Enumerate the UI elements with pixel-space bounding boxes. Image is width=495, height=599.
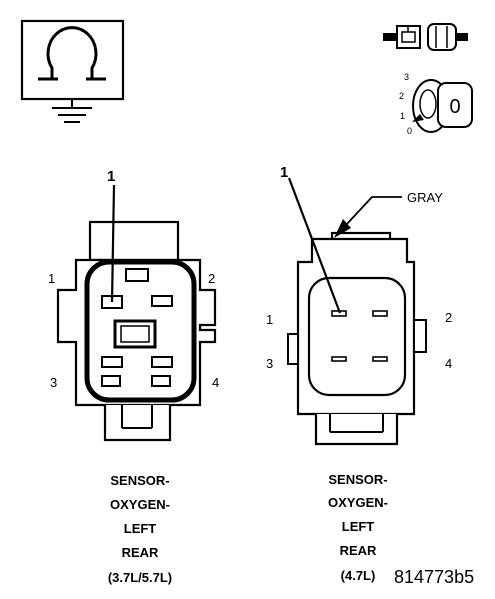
left-caption-line-2: OXYGEN- [110, 497, 170, 512]
left-pin-label-2: 2 [208, 271, 215, 286]
left-connector: 1 1 2 3 4 [48, 168, 219, 442]
right-connector: 1 GRAY 1 2 3 4 [266, 164, 452, 446]
left-pin-label-3: 3 [50, 375, 57, 390]
figure-id: 814773b5 [394, 567, 474, 587]
left-caption-line-1: SENSOR- [110, 473, 169, 488]
ignition-position-0: 0 [407, 126, 412, 136]
left-pin-label-1: 1 [48, 271, 55, 286]
ohm-ground-icon [20, 19, 125, 123]
right-caption-line-5: (4.7L) [341, 568, 376, 583]
left-caption-line-3: LEFT [124, 521, 157, 536]
ignition-key-label: 0 [449, 96, 460, 118]
ignition-position-2: 2 [399, 91, 404, 101]
left-caption-line-5: (3.7L/5.7L) [108, 570, 172, 585]
left-caption: SENSOR- OXYGEN- LEFT REAR (3.7L/5.7L) [108, 473, 172, 585]
right-pin-label-1: 1 [266, 312, 273, 327]
right-pin-label-3: 3 [266, 356, 273, 371]
left-callout-1: 1 [107, 168, 115, 185]
right-caption-line-2: OXYGEN- [328, 495, 388, 510]
ignition-position-3: 3 [404, 72, 409, 82]
right-pin-label-4: 4 [445, 356, 452, 371]
left-caption-line-4: REAR [122, 545, 159, 560]
right-caption-line-1: SENSOR- [328, 472, 387, 487]
right-caption-line-4: REAR [340, 543, 377, 558]
right-pin-label-2: 2 [445, 310, 452, 325]
right-caption: SENSOR- OXYGEN- LEFT REAR (4.7L) [328, 472, 388, 583]
right-callout-1: 1 [280, 164, 288, 181]
left-pin-label-4: 4 [212, 375, 219, 390]
ignition-key-off-icon: 0 3 2 1 0 [399, 72, 473, 136]
gray-color-label: GRAY [407, 190, 443, 205]
disconnect-connector-icon [383, 23, 468, 51]
ignition-position-1: 1 [400, 111, 405, 121]
right-caption-line-3: LEFT [342, 519, 375, 534]
